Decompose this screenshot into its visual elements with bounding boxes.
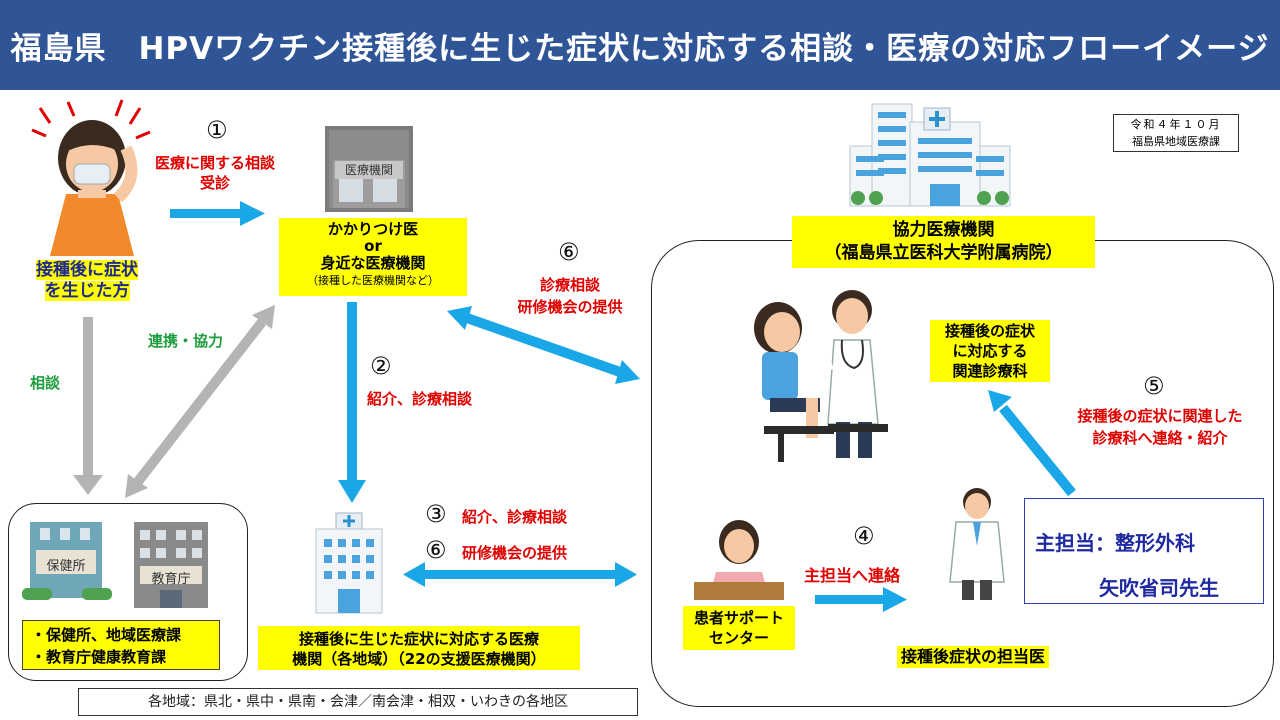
step5-text: 接種後の症状に関連した 診療科へ連絡・紹介 bbox=[1055, 405, 1265, 449]
regions-note: 各地域：県北・県中・県南・会津／南会津・相双・いわきの各地区 bbox=[78, 688, 638, 716]
cooperating-hospital-box: 協力医療機関 （福島県立医科大学附属病院） bbox=[792, 216, 1095, 268]
arrow-step1 bbox=[170, 201, 265, 226]
step6a-line1: 診療相談 bbox=[539, 276, 600, 294]
arrow-step6a bbox=[447, 306, 640, 384]
education-office-icon bbox=[134, 522, 208, 608]
support-center-line1: 患者サポート bbox=[693, 609, 784, 627]
date-text: 令和４年１０月 bbox=[1130, 118, 1222, 131]
cooperation-label: 連携・協力 bbox=[148, 332, 224, 350]
step6a-line2: 研修機会の提供 bbox=[517, 298, 623, 316]
arrow-step3-6b bbox=[403, 562, 637, 587]
public-offices-line1: ・保健所、地域医療課 bbox=[31, 626, 182, 644]
step1-text: 医療に関する相談 受診 bbox=[140, 153, 290, 193]
step5-line2: 診療科へ連絡・紹介 bbox=[1092, 429, 1228, 447]
consult-label: 相談 bbox=[30, 374, 61, 392]
main-doctor-line1: 主担当：整形外科 bbox=[1035, 531, 1195, 555]
arrow-step4 bbox=[815, 587, 907, 612]
doctor-examination-illustration bbox=[754, 290, 888, 462]
department-text: 福島県地域医療課 bbox=[1132, 135, 1220, 148]
regional-line2: 機関（各地域）（22の支援医療機関） bbox=[292, 650, 546, 668]
clinic-line4: （接種した医療機関など） bbox=[307, 274, 439, 287]
clinic-line2: or bbox=[364, 237, 382, 255]
patient-label-line1: 接種後に症状 bbox=[36, 260, 138, 280]
regional-line1: 接種後に生じた症状に対応する医療 bbox=[298, 630, 539, 648]
support-staff-icon bbox=[694, 520, 784, 600]
dept-line2: に対応する bbox=[952, 342, 1028, 360]
patient-label-line2: を生じた方 bbox=[44, 281, 130, 301]
step1-number: ① bbox=[206, 116, 228, 144]
main-doctor-box: 主担当：整形外科 矢吹省司先生 bbox=[1024, 498, 1264, 604]
regional-hospital-icon bbox=[315, 512, 383, 614]
support-center-line2: センター bbox=[708, 629, 769, 647]
page-title: 福島県 HPVワクチン接種後に生じた症状に対応する相談・医療の対応フローイメージ bbox=[0, 0, 1280, 90]
support-center-box: 患者サポート センター bbox=[683, 606, 795, 650]
patient-icon bbox=[31, 99, 151, 256]
step6a-number: ⑥ bbox=[558, 238, 580, 266]
step6a-text: 診療相談 研修機会の提供 bbox=[490, 274, 650, 318]
university-hospital-icon bbox=[849, 103, 1011, 207]
arrow-step2 bbox=[338, 302, 366, 503]
step2-number: ② bbox=[370, 352, 392, 380]
health-center-icon bbox=[22, 522, 112, 600]
clinic-box: かかりつけ医 or 身近な医療機関 （接種した医療機関など） bbox=[279, 218, 467, 296]
education-office-sign: 教育庁 bbox=[151, 572, 191, 587]
step3-number: ③ bbox=[425, 500, 447, 528]
public-offices-line2: ・教育庁健康教育課 bbox=[31, 648, 167, 666]
step2-text: 紹介、診療相談 bbox=[367, 390, 473, 408]
public-offices-frame bbox=[8, 503, 248, 681]
public-offices-box: ・保健所、地域医療課 ・教育庁健康教育課 bbox=[22, 620, 220, 670]
step1-line2: 受診 bbox=[199, 174, 230, 192]
arrow-step5 bbox=[988, 390, 1076, 497]
patient-label: 接種後に症状 を生じた方 bbox=[22, 260, 152, 302]
regional-hospital-box: 接種後に生じた症状に対応する医療 機関（各地域）（22の支援医療機関） bbox=[258, 626, 580, 670]
clinic-line3: 身近な医療機関 bbox=[320, 254, 426, 272]
main-doctor-line2: 矢吹省司先生 bbox=[1099, 576, 1219, 600]
clinic-sign: 医療機関 bbox=[335, 161, 403, 179]
clinic-line1: かかりつけ医 bbox=[327, 220, 419, 238]
step4-text: 主担当へ連絡 bbox=[804, 566, 901, 585]
coop-hospital-line2: （福島県立医科大学附属病院） bbox=[824, 243, 1063, 263]
coop-hospital-line1: 協力医療機関 bbox=[892, 220, 995, 240]
step5-number: ⑤ bbox=[1143, 372, 1165, 400]
step1-line1: 医療に関する相談 bbox=[154, 154, 275, 172]
doctor-icon bbox=[949, 488, 1005, 600]
arrow-consult bbox=[73, 317, 103, 495]
step5-line1: 接種後の症状に関連した bbox=[1077, 407, 1243, 425]
step4-number: ④ bbox=[853, 522, 875, 550]
step6b-number: ⑥ bbox=[425, 536, 447, 564]
step6b-text: 研修機会の提供 bbox=[462, 544, 568, 562]
doctor-label: 接種後症状の担当医 bbox=[897, 646, 1050, 668]
dept-line1: 接種後の症状 bbox=[944, 322, 1035, 340]
step3-text: 紹介、診療相談 bbox=[462, 508, 568, 526]
arrow-cooperation bbox=[125, 305, 275, 498]
date-box: 令和４年１０月 福島県地域医療課 bbox=[1113, 114, 1239, 152]
dept-line3: 関連診療科 bbox=[952, 362, 1028, 380]
department-box: 接種後の症状 に対応する 関連診療科 bbox=[930, 320, 1050, 382]
health-center-sign: 保健所 bbox=[46, 559, 86, 574]
